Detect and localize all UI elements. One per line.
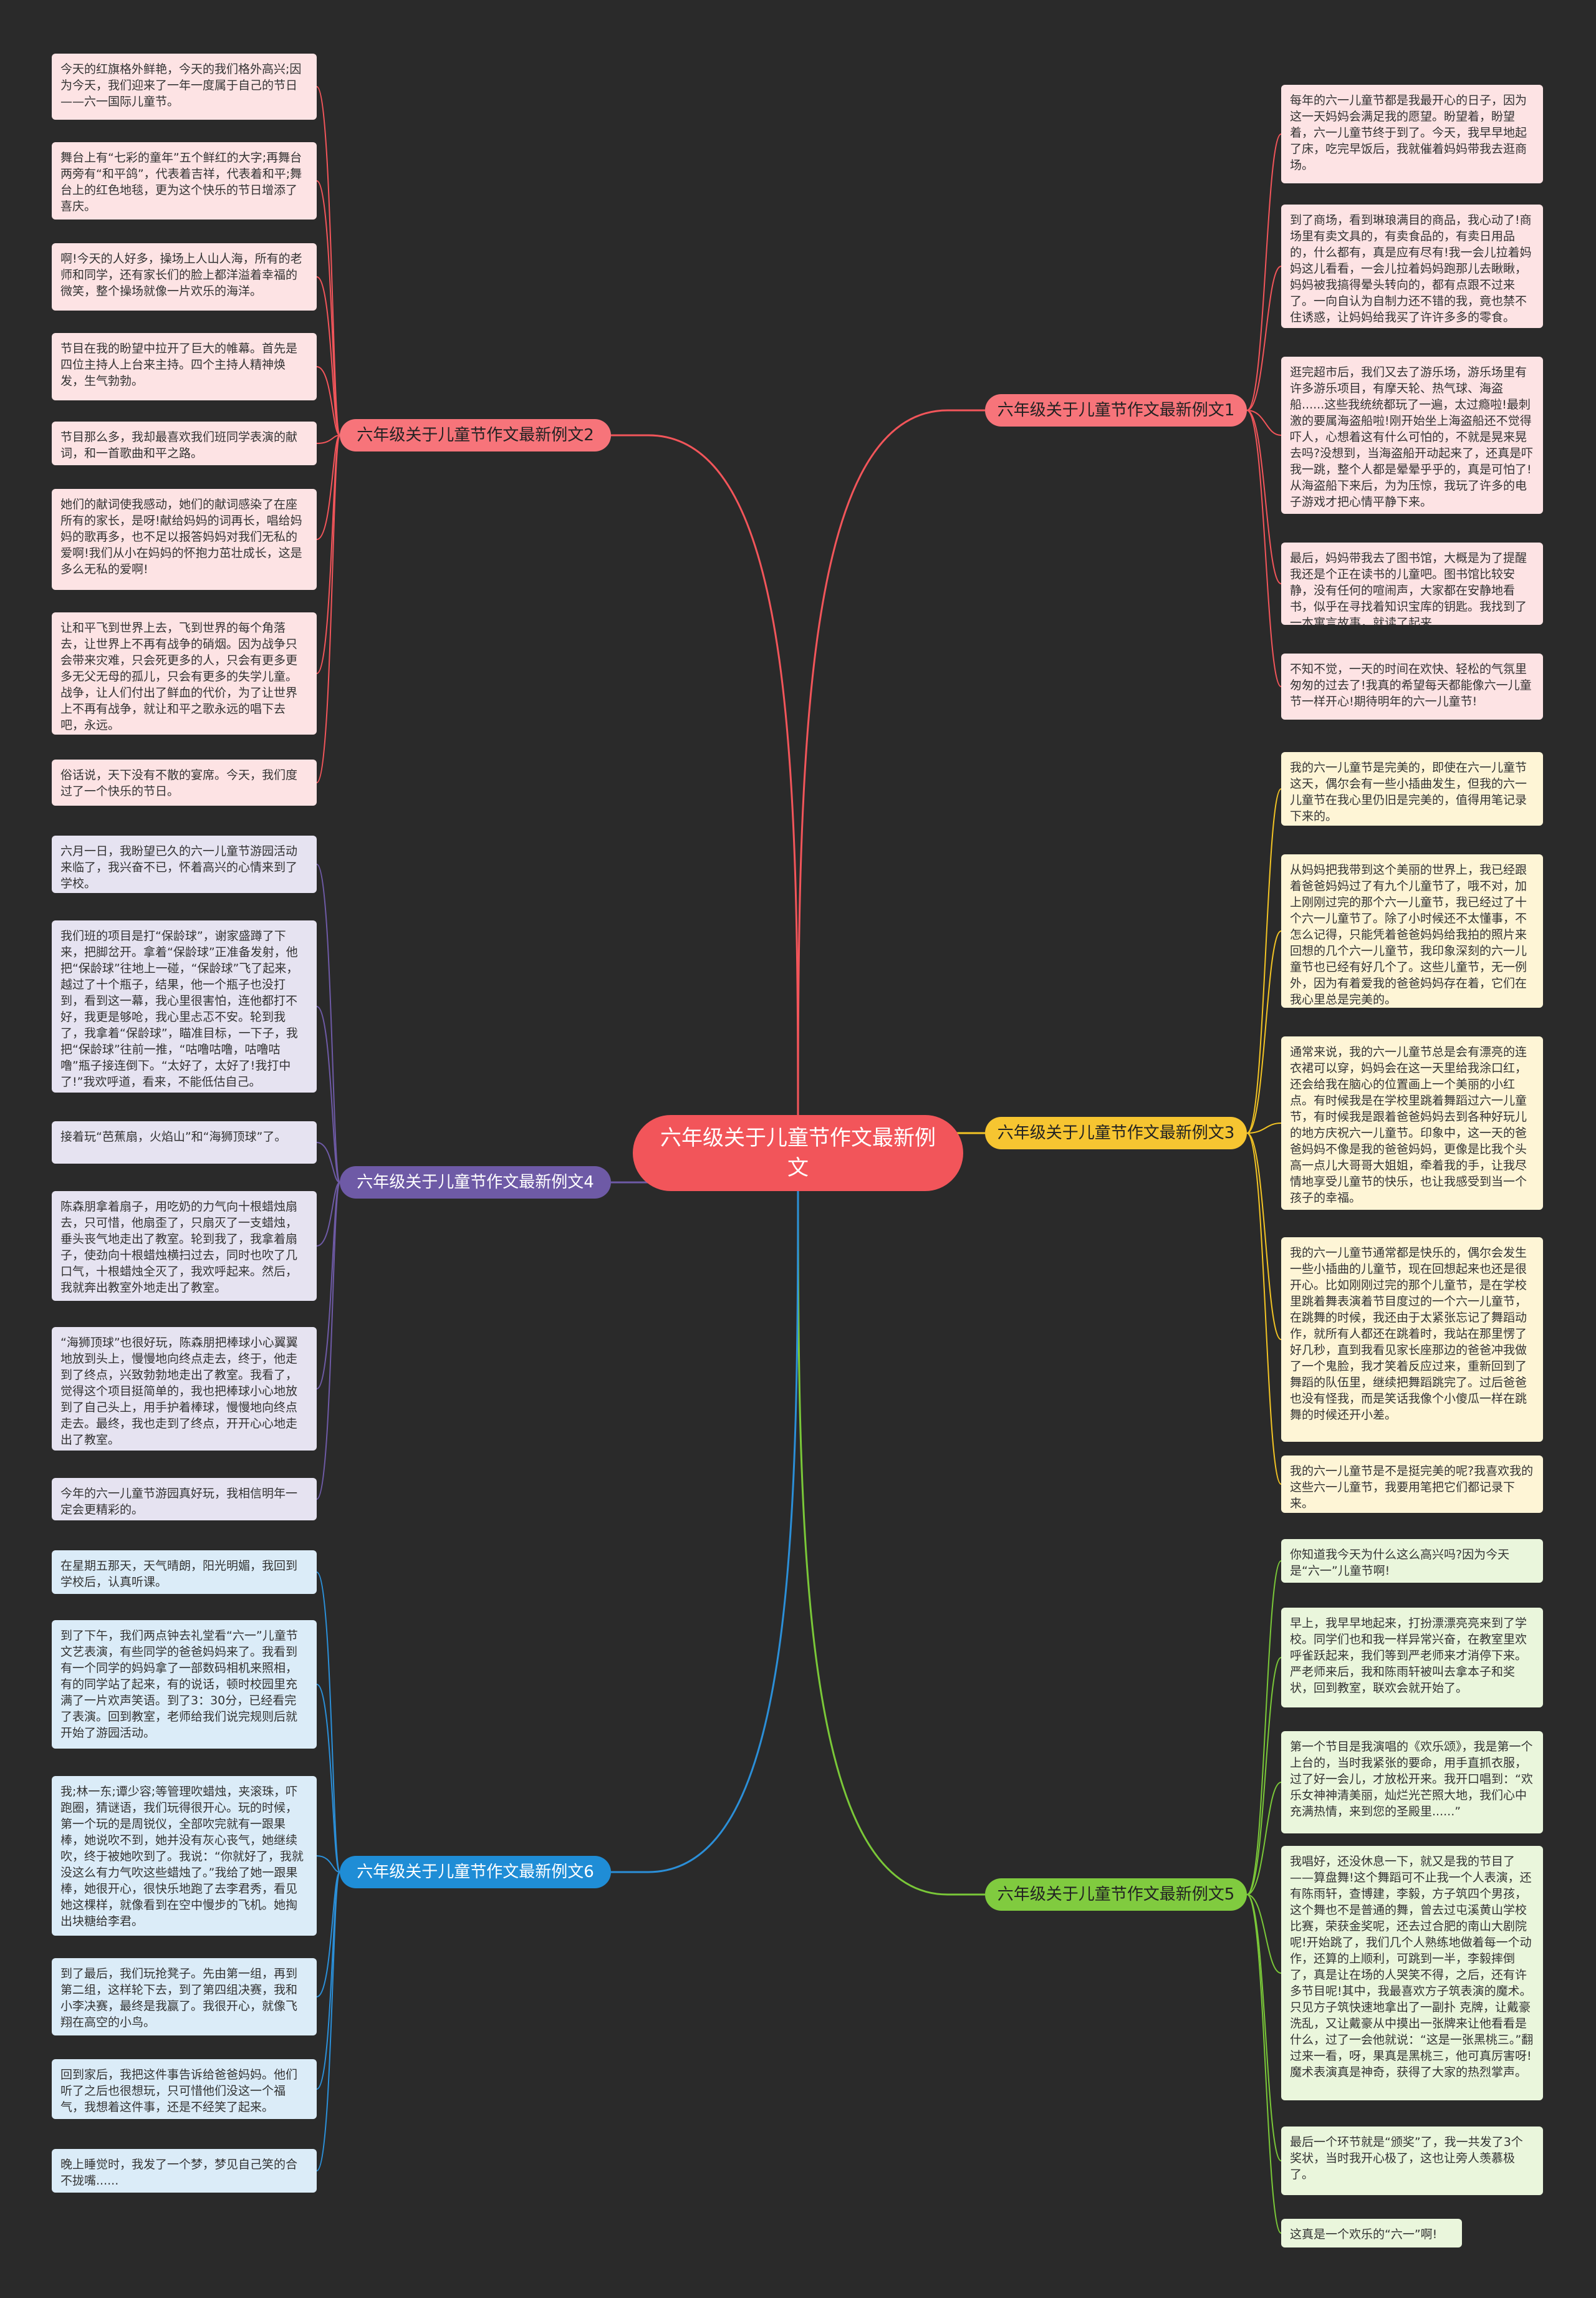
branch-node[interactable]: 六年级关于儿童节作文最新例文1 [985, 394, 1247, 427]
leaf-connector [316, 1871, 340, 1997]
branch-node[interactable]: 六年级关于儿童节作文最新例文6 [340, 1856, 611, 1888]
leaf-connector [316, 435, 340, 444]
leaf-note[interactable]: 今年的六一儿童节游园真好玩，我相信明年一定会更精彩的。 [52, 1478, 317, 1520]
leaf-connector [1246, 410, 1282, 584]
leaf-note[interactable]: 舞台上有“七彩的童年”五个鲜红的大字;再舞台两旁有“和平鸽”，代表着吉祥，代表着… [52, 142, 317, 220]
leaf-connector [1246, 930, 1282, 1134]
branch-connector [797, 1152, 985, 1896]
leaf-connector [1246, 266, 1282, 411]
leaf-note[interactable]: 到了商场，看到琳琅满目的商品，我心动了!商场里有卖文具的，有卖食品的，有卖日用品… [1281, 205, 1543, 328]
leaf-connector [316, 366, 340, 436]
leaf-note[interactable]: 到了下午，我们两点钟去礼堂看“六一”儿童节文艺表演，有些同学的爸爸妈妈来了。我看… [52, 1620, 317, 1749]
leaf-connector [1246, 1132, 1282, 1485]
leaf-note[interactable]: 这真是一个欢乐的“六一”啊! [1281, 2219, 1462, 2247]
leaf-connector [316, 276, 340, 436]
leaf-note[interactable]: 最后，妈妈带我去了图书馆，大概是为了提醒我还是个正在读书的儿童吧。图书馆比较安静… [1281, 543, 1543, 625]
leaf-connector [1246, 1782, 1282, 1895]
branch-label: 六年级关于儿童节作文最新例文5 [997, 1885, 1235, 1904]
leaf-connector [1246, 410, 1282, 687]
leaf-note[interactable]: 不知不觉，一天的时间在欢快、轻松的气氛里匆匆的过去了!我真的希望每天都能像六一儿… [1281, 654, 1543, 720]
leaf-connector [1246, 1132, 1282, 1340]
leaf-note[interactable]: 到了最后，我们玩抢凳子。先由第一组，再到第二组，这样轮下去，到了第四组决赛，我和… [52, 1958, 317, 2035]
leaf-connector [316, 180, 340, 436]
leaf-note[interactable]: 六月一日，我盼望已久的六一儿童节游园活动来临了，我兴奋不已，怀着高兴的心情来到了… [52, 836, 317, 893]
branch-label: 六年级关于儿童节作文最新例文1 [997, 401, 1235, 420]
leaf-connector [316, 435, 340, 540]
leaf-note[interactable]: 我们班的项目是打“保龄球”，谢家盛蹲了下来，把脚岔开。拿着“保龄球”正准备发射，… [52, 920, 317, 1093]
leaf-note[interactable]: 通常来说，我的六一儿童节总是会有漂亮的连衣裙可以穿，妈妈会在这一天里给我涂口红，… [1281, 1036, 1543, 1210]
leaf-connector [316, 1182, 340, 1247]
leaf-connector [316, 864, 340, 1183]
branch-connector [611, 1152, 799, 1873]
leaf-connector [316, 1871, 340, 2171]
leaf-connector [316, 435, 340, 783]
leaf-connector [1246, 1894, 1282, 2161]
leaf-note[interactable]: 逛完超市后，我们又去了游乐场，游乐场里有许多游乐项目，有摩天轮、热气球、海盗船.… [1281, 357, 1543, 514]
leaf-note[interactable]: 我的六一儿童节是不是挺完美的呢?我喜欢我的这些六一儿童节，我要用笔把它们都记录下… [1281, 1456, 1543, 1513]
leaf-note[interactable]: 节目在我的盼望中拉开了巨大的帷幕。首先是四位主持人上台来主持。四个主持人精神焕发… [52, 333, 317, 400]
leaf-note[interactable]: 俗话说，天下没有不散的宴席。今天，我们度过了一个快乐的节日。 [52, 760, 317, 806]
leaf-note[interactable]: 她们的献词使我感动，她们的献词感染了在座所有的家长，是呀!献给妈妈的词再长，唱给… [52, 489, 317, 590]
leaf-note[interactable]: 啊!今天的人好多，操场上人山人海，所有的老师和同学，还有家长们的脸上都洋溢着幸福… [52, 243, 317, 311]
leaf-connector [316, 1182, 340, 1500]
branch-node[interactable]: 六年级关于儿童节作文最新例文3 [985, 1117, 1247, 1149]
leaf-note[interactable]: 第一个节目是我演唱的《欢乐颂》，我是第一个上台的，当时我紧张的要命，用手直抓衣服… [1281, 1731, 1543, 1833]
leaf-connector [316, 1006, 340, 1183]
leaf-note[interactable]: 你知道我今天为什么这么高兴吗?因为今天是“六一”儿童节啊! [1281, 1539, 1543, 1583]
branch-label: 六年级关于儿童节作文最新例文3 [997, 1124, 1235, 1142]
leaf-note[interactable]: 陈森朋拿着扇子，用吃奶的力气向十根蜡烛扇去，只可惜，他扇歪了，只扇灭了一支蜡烛，… [52, 1191, 317, 1301]
root-title: 六年级关于儿童节作文最新例文 [660, 1126, 936, 1180]
branch-label: 六年级关于儿童节作文最新例文4 [357, 1173, 594, 1192]
leaf-connector [1246, 133, 1282, 411]
leaf-note[interactable]: 最后一个环节就是“颁奖”了，我一共发了3个奖状，当时我开心极了，这也让旁人羡慕极… [1281, 2127, 1543, 2195]
leaf-note[interactable]: 回到家后，我把这件事告诉给爸爸妈妈。他们听了之后也很想玩，只可惜他们没这一个福气… [52, 2059, 317, 2119]
leaf-note[interactable]: 每年的六一儿童节都是我最开心的日子，因为这一天妈妈会满足我的愿望。盼望着，盼望着… [1281, 85, 1543, 183]
leaf-note[interactable]: 晚上睡觉时，我发了一个梦，梦见自己笑的合不拢嘴...... [52, 2149, 317, 2193]
branch-connector [797, 409, 985, 1154]
leaf-connector [1246, 1560, 1282, 1895]
leaf-connector [316, 1142, 340, 1183]
branch-node[interactable]: 六年级关于儿童节作文最新例文5 [985, 1878, 1247, 1911]
branch-node[interactable]: 六年级关于儿童节作文最新例文2 [340, 419, 611, 451]
leaf-note[interactable]: 我唱好，还没休息一下，就又是我的节目了——算盘舞!这个舞蹈可不止我一个人表演，还… [1281, 1846, 1543, 2100]
leaf-connector [316, 1855, 340, 1873]
leaf-note[interactable]: 节目那么多，我却最喜欢我们班同学表演的献词，和一首歌曲和平之路。 [52, 422, 317, 465]
leaf-connector [1246, 1657, 1282, 1895]
branch-label: 六年级关于儿童节作文最新例文2 [357, 426, 594, 445]
leaf-note[interactable]: 在星期五那天，天气晴朗，阳光明媚，我回到学校后，认真听课。 [52, 1550, 317, 1594]
leaf-connector [1246, 1894, 1282, 1974]
branch-connector [611, 434, 799, 1154]
leaf-note[interactable]: 从妈妈把我带到这个美丽的世界上，我已经跟着爸爸妈妈过了有九个儿童节了，哦不对，加… [1281, 854, 1543, 1008]
leaf-note[interactable]: 接着玩“芭蕉扇，火焰山”和“海狮顶球”了。 [52, 1121, 317, 1164]
branch-label: 六年级关于儿童节作文最新例文6 [357, 1863, 594, 1881]
leaf-note[interactable]: 让和平飞到世界上去，飞到世界的每个角落去，让世界上不再有战争的硝烟。因为战争只会… [52, 612, 317, 735]
leaf-note[interactable]: 我的六一儿童节通常都是快乐的，偶尔会发生一些小插曲的儿童节，现在回想起来也还是很… [1281, 1237, 1543, 1442]
leaf-note[interactable]: 早上，我早早地起来，打扮漂漂亮亮来到了学校。同学们也和我一样异常兴奋，在教室里欢… [1281, 1608, 1543, 1707]
root-node[interactable]: 六年级关于儿童节作文最新例文 [633, 1115, 963, 1191]
leaf-connector [316, 1684, 340, 1873]
leaf-note[interactable]: “海狮顶球”也很好玩，陈森朋把棒球小心翼翼地放到头上，慢慢地向终点走去，终于，他… [52, 1327, 317, 1451]
leaf-connector [1246, 788, 1282, 1134]
leaf-connector [1246, 410, 1282, 436]
leaf-note[interactable]: 我的六一儿童节是完美的，即使在六一儿童节这天，偶尔会有一些小插曲发生，但我的六一… [1281, 752, 1543, 826]
leaf-connector [316, 1571, 340, 1873]
branch-node[interactable]: 六年级关于儿童节作文最新例文4 [340, 1166, 611, 1199]
leaf-note[interactable]: 今天的红旗格外鲜艳，今天的我们格外高兴;因为今天，我们迎来了一年一度属于自己的节… [52, 54, 317, 120]
leaf-connector [1246, 1122, 1282, 1134]
leaf-note[interactable]: 我;林一东;谭少容;等管理吹蜡烛，夹滚珠，吓跑圈，猜谜语，我们玩得很开心。玩的时… [52, 1776, 317, 1936]
leaf-connector [1246, 1894, 1282, 2234]
